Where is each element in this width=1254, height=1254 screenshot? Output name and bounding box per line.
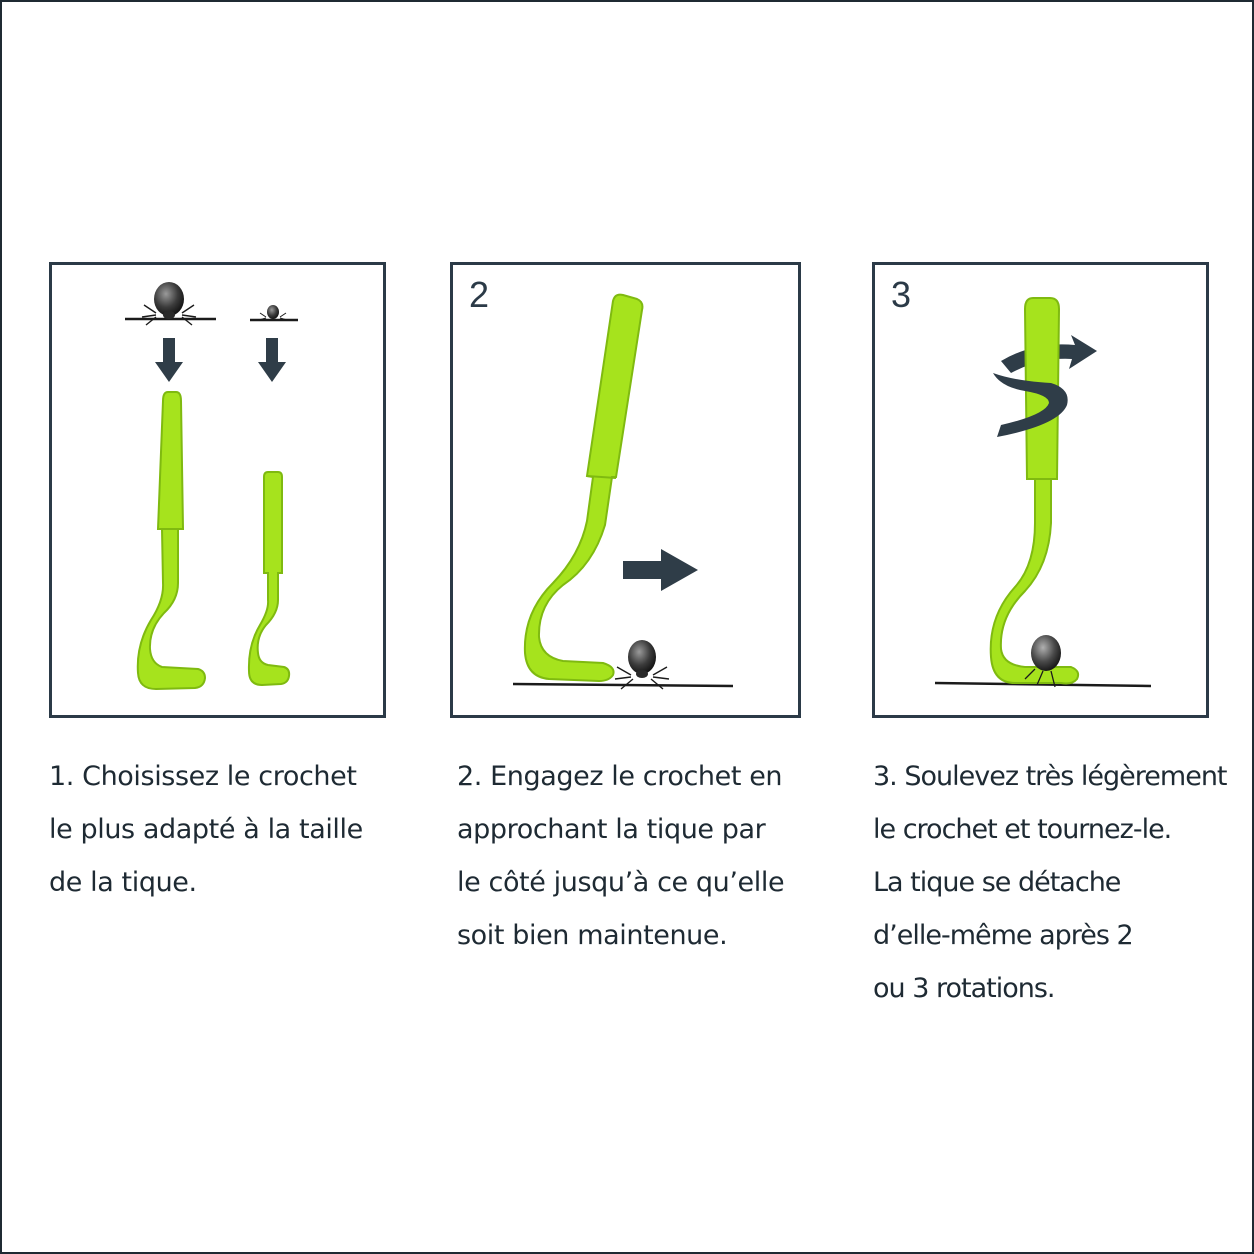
step-1-illustration: [125, 282, 298, 691]
large-hook-icon: [136, 391, 207, 691]
skin-line: [512, 682, 734, 688]
caption-line: le crochet et tournez-le.: [873, 814, 1172, 845]
step-2-illustration: [512, 293, 734, 690]
small-hook-icon: [247, 471, 291, 687]
caption-line: 3. Soulevez très légèrement: [873, 761, 1228, 792]
caption-line: 1. Choisissez le crochet: [49, 761, 357, 792]
right-arrow-icon: [623, 549, 698, 591]
caption-line: 2. Engagez le crochet en: [457, 761, 783, 792]
caption-line: soit bien maintenue.: [457, 920, 728, 951]
step-3-illustration: [934, 297, 1152, 688]
step-2-caption: 2. Engagez le crochet en approchant la t…: [457, 750, 785, 962]
step-number: 2: [469, 274, 490, 315]
large-tick-icon: [125, 282, 216, 326]
step-number: 3: [891, 274, 912, 315]
step-1-panel: [49, 262, 386, 718]
caption-line: La tique se détache: [873, 867, 1121, 898]
caption-line: d’elle-même après 2: [873, 920, 1134, 951]
step-2-panel: 2: [450, 262, 801, 718]
step-3-panel: 3: [872, 262, 1209, 718]
skin-line: [934, 681, 1152, 688]
rotation-arrow-icon: [993, 373, 1068, 437]
down-arrow-icon: [155, 338, 286, 382]
hook-icon: [523, 293, 644, 683]
tick-icon: [1024, 635, 1061, 688]
small-tick-icon: [250, 305, 298, 322]
tick-icon: [614, 640, 670, 690]
step-3-caption: 3. Soulevez très légèrement le crochet e…: [873, 750, 1228, 1015]
caption-line: le plus adapté à la taille: [49, 814, 363, 845]
caption-line: de la tique.: [49, 867, 197, 898]
caption-line: ou 3 rotations.: [873, 973, 1056, 1004]
caption-line: le côté jusqu’à ce qu’elle: [457, 867, 785, 898]
step-1-caption: 1. Choisissez le crochet le plus adapté …: [49, 750, 363, 909]
caption-line: approchant la tique par: [457, 814, 766, 845]
